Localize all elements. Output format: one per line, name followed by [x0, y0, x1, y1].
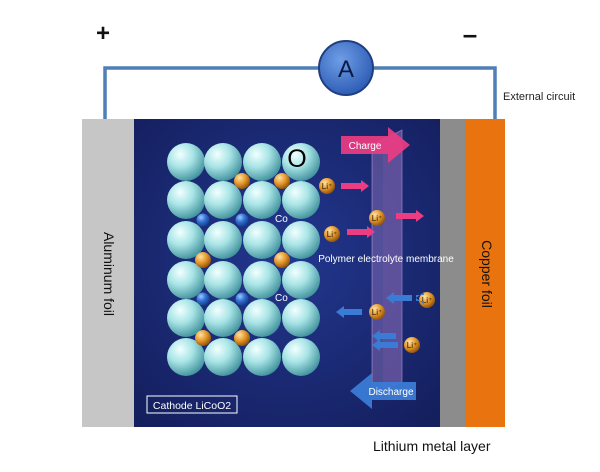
- cobalt-atom: [235, 213, 249, 227]
- ion-arrow-left: [372, 330, 396, 342]
- ion-arrow-right: [347, 226, 375, 238]
- positive-terminal-sign: +: [96, 20, 110, 47]
- negative-terminal-sign: –: [463, 19, 477, 49]
- lithium-ion: Li⁺: [419, 292, 435, 308]
- ion-arrow-left: [415, 292, 424, 304]
- oxygen-atom: [243, 299, 281, 337]
- lithium-ion: Li⁺: [404, 337, 420, 353]
- cobalt-label-lower: Co: [275, 293, 288, 304]
- lithium-metal-layer-label: Lithium metal layer: [373, 438, 491, 454]
- discharge-arrow: Discharge: [350, 373, 416, 409]
- oxygen-atom: [243, 143, 281, 181]
- cobalt-atom: [235, 292, 249, 306]
- electrolyte-membrane-side: [383, 130, 402, 390]
- lithium-atom: [234, 330, 250, 346]
- cathode-lattice: [167, 143, 320, 376]
- copper-foil-label: Copper foil: [479, 240, 495, 308]
- oxygen-atom: [167, 221, 205, 259]
- external-circuit-label: External circuit: [503, 91, 575, 103]
- oxygen-atom: [243, 338, 281, 376]
- oxygen-atom: [243, 221, 281, 259]
- charge-arrow: Charge: [341, 127, 410, 163]
- oxygen-atom: [282, 221, 320, 259]
- ion-arrow-left: [336, 306, 362, 318]
- svg-text:Li⁺: Li⁺: [322, 182, 332, 191]
- membrane-label: Polymer electrolyte membrane: [318, 254, 454, 265]
- oxygen-atom: [204, 143, 242, 181]
- aluminum-foil-label: Aluminum foil: [101, 232, 117, 316]
- lithium-atom: [195, 330, 211, 346]
- ammeter: A: [318, 40, 374, 96]
- lithium-ion: Li⁺: [369, 304, 385, 320]
- svg-text:Li⁺: Li⁺: [372, 214, 382, 223]
- oxygen-atom: [243, 261, 281, 299]
- lithium-atom: [195, 252, 211, 268]
- svg-text:Li⁺: Li⁺: [407, 341, 417, 350]
- lithium-ion: Li⁺: [369, 210, 385, 226]
- charge-label: Charge: [349, 141, 382, 152]
- oxygen-atom: [282, 299, 320, 337]
- oxygen-atom: [167, 143, 205, 181]
- ion-arrow-right: [341, 180, 369, 192]
- ammeter-label: A: [338, 56, 354, 83]
- oxygen-atom: [167, 338, 205, 376]
- oxygen-atom: [243, 181, 281, 219]
- svg-text:Li⁺: Li⁺: [372, 308, 382, 317]
- copper-foil: [465, 119, 505, 427]
- lithium-ion: Li⁺: [324, 226, 340, 242]
- oxygen-atom: [204, 299, 242, 337]
- oxygen-label: O: [287, 145, 306, 173]
- external-circuit-wire: [103, 66, 497, 119]
- cobalt-label-upper: Co: [275, 214, 288, 225]
- oxygen-atom: [282, 338, 320, 376]
- oxygen-atom: [204, 221, 242, 259]
- ion-arrow-left: [386, 292, 412, 304]
- ion-arrow-left: [372, 339, 398, 351]
- lithium-atom: [274, 173, 290, 189]
- ion-arrow-right: [396, 210, 424, 222]
- cobalt-atom: [196, 292, 210, 306]
- oxygen-atom: [167, 299, 205, 337]
- aluminum-foil: [82, 119, 134, 427]
- oxygen-atom: [282, 143, 320, 181]
- lithium-metal-strip: [440, 119, 465, 427]
- oxygen-atom: [282, 181, 320, 219]
- oxygen-atom: [204, 261, 242, 299]
- cathode-label-box: Cathode LiCoO2: [146, 395, 238, 414]
- cathode-label: Cathode LiCoO2: [153, 400, 231, 412]
- cobalt-atom: [196, 213, 210, 227]
- oxygen-atom: [204, 181, 242, 219]
- ion-flow: Li⁺ Li⁺ Li⁺ Li⁺ Li⁺ Li⁺: [319, 178, 435, 353]
- lithium-ion: Li⁺: [319, 178, 335, 194]
- oxygen-atom: [282, 261, 320, 299]
- svg-text:Li⁺: Li⁺: [327, 230, 337, 239]
- lithium-atom: [274, 252, 290, 268]
- lithium-atom: [234, 173, 250, 189]
- svg-text:Li⁺: Li⁺: [422, 296, 432, 305]
- oxygen-atom: [167, 261, 205, 299]
- oxygen-atom: [167, 181, 205, 219]
- discharge-label: Discharge: [368, 387, 413, 398]
- oxygen-atom: [204, 338, 242, 376]
